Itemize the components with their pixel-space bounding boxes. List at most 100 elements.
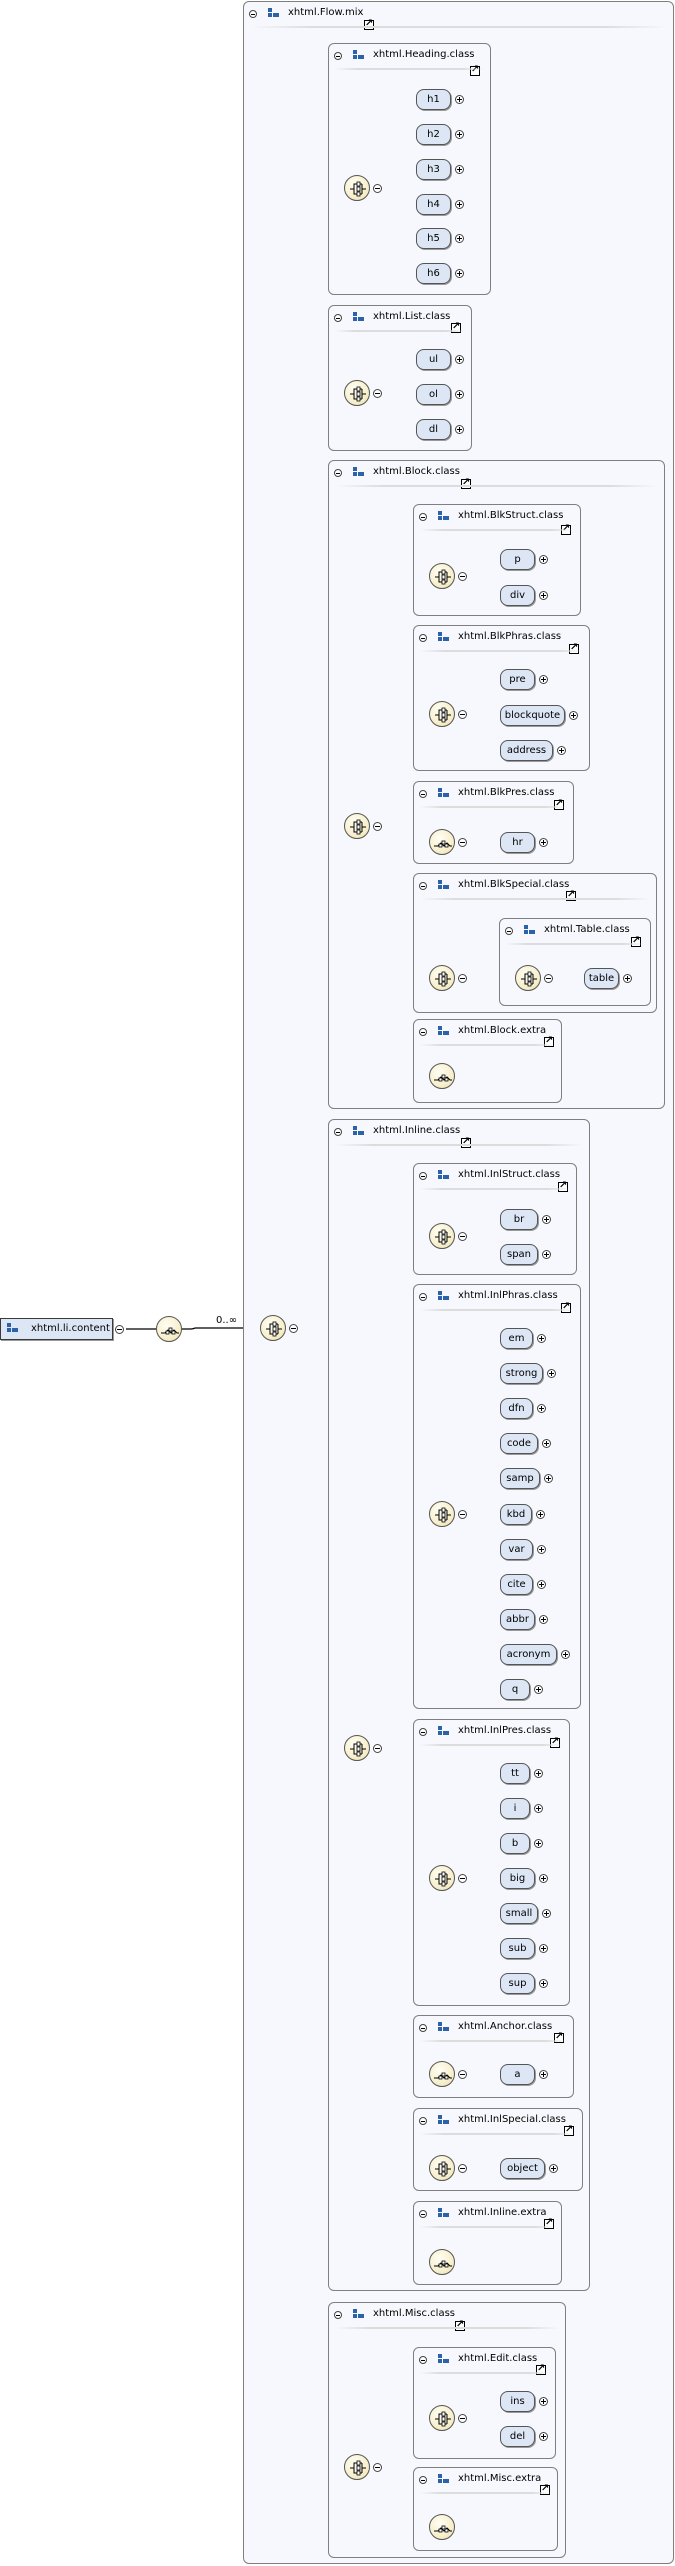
element-0[interactable]: hr (500, 832, 535, 853)
collapse-minus-icon[interactable] (419, 2356, 427, 2364)
choice-compositor-icon[interactable] (429, 2155, 455, 2181)
collapse-minus-icon[interactable] (458, 572, 467, 581)
collapse-minus-icon[interactable] (419, 1728, 427, 1736)
choice-compositor-icon[interactable] (429, 701, 455, 727)
external-link-icon[interactable] (564, 2124, 574, 2136)
collapse-minus-icon[interactable] (373, 184, 382, 193)
element-0[interactable]: p (500, 549, 535, 570)
expand-plus-icon[interactable] (544, 1474, 553, 1483)
collapse-minus-icon[interactable] (419, 634, 427, 642)
collapse-minus-icon[interactable] (373, 2463, 382, 2472)
element-5[interactable]: sub (500, 1938, 535, 1959)
element-1[interactable]: i (500, 1798, 530, 1819)
element-0[interactable]: ul (416, 349, 451, 370)
choice-compositor-icon[interactable] (429, 1865, 455, 1891)
choice-compositor-icon[interactable] (344, 813, 370, 839)
expand-plus-icon[interactable] (537, 1334, 546, 1343)
element-2[interactable]: dfn (500, 1398, 533, 1419)
element-2[interactable]: dl (416, 419, 451, 440)
collapse-minus-icon[interactable] (419, 2024, 427, 2032)
element-1[interactable]: div (500, 585, 535, 606)
element-0[interactable]: a (500, 2064, 535, 2085)
expand-plus-icon[interactable] (534, 1839, 543, 1848)
sequence-compositor-icon[interactable] (429, 2061, 455, 2087)
external-link-icon[interactable] (470, 64, 480, 76)
collapse-minus-icon[interactable] (334, 2311, 342, 2319)
choice-compositor-icon[interactable] (515, 965, 541, 991)
external-link-icon[interactable] (544, 1035, 554, 1047)
expand-plus-icon[interactable] (539, 2070, 548, 2079)
expand-plus-icon[interactable] (537, 1404, 546, 1413)
root-element-xhtml-li-content[interactable]: xhtml.li.content (0, 1318, 113, 1340)
expand-plus-icon[interactable] (549, 2164, 558, 2173)
expand-plus-icon[interactable] (542, 1250, 551, 1259)
element-6[interactable]: sup (500, 1973, 535, 1994)
element-1[interactable]: h2 (416, 124, 451, 145)
choice-compositor-icon[interactable] (260, 1315, 286, 1341)
element-6[interactable]: var (500, 1539, 533, 1560)
external-link-icon[interactable] (566, 889, 576, 901)
collapse-minus-icon[interactable] (334, 52, 342, 60)
collapse-minus-icon[interactable] (419, 513, 427, 521)
collapse-minus-icon[interactable] (373, 389, 382, 398)
expand-plus-icon[interactable] (455, 200, 464, 209)
element-5[interactable]: kbd (500, 1504, 532, 1525)
element-7[interactable]: cite (500, 1574, 533, 1595)
collapse-minus-icon[interactable] (289, 1324, 298, 1333)
sequence-compositor-icon[interactable] (429, 2249, 455, 2275)
collapse-minus-icon[interactable] (458, 1874, 467, 1883)
expand-plus-icon[interactable] (539, 838, 548, 847)
choice-compositor-icon[interactable] (344, 175, 370, 201)
expand-plus-icon[interactable] (539, 675, 548, 684)
collapse-minus-icon[interactable] (419, 1172, 427, 1180)
expand-plus-icon[interactable] (539, 1615, 548, 1624)
expand-plus-icon[interactable] (455, 390, 464, 399)
expand-plus-icon[interactable] (537, 1545, 546, 1554)
collapse-minus-icon[interactable] (373, 822, 382, 831)
element-0[interactable]: table (584, 968, 619, 989)
sequence-compositor-icon[interactable] (429, 1063, 455, 1089)
collapse-minus-icon[interactable] (458, 2164, 467, 2173)
collapse-minus-icon[interactable] (419, 790, 427, 798)
choice-compositor-icon[interactable] (429, 1501, 455, 1527)
element-2[interactable]: address (500, 740, 553, 761)
element-0[interactable]: em (500, 1328, 533, 1349)
element-0[interactable]: ins (500, 2391, 535, 2412)
external-link-icon[interactable] (461, 1136, 471, 1148)
expand-plus-icon[interactable] (534, 1804, 543, 1813)
element-0[interactable]: tt (500, 1763, 530, 1784)
collapse-minus-icon[interactable] (458, 2414, 467, 2423)
expand-plus-icon[interactable] (539, 2432, 548, 2441)
element-3[interactable]: h4 (416, 194, 451, 215)
external-link-icon[interactable] (569, 642, 579, 654)
expand-plus-icon[interactable] (561, 1650, 570, 1659)
expand-plus-icon[interactable] (455, 130, 464, 139)
expand-plus-icon[interactable] (537, 1580, 546, 1589)
element-2[interactable]: h3 (416, 159, 451, 180)
collapse-minus-icon[interactable] (419, 1293, 427, 1301)
external-link-icon[interactable] (558, 1180, 568, 1192)
expand-plus-icon[interactable] (455, 95, 464, 104)
element-1[interactable]: del (500, 2426, 535, 2447)
expand-plus-icon[interactable] (455, 234, 464, 243)
collapse-minus-icon[interactable] (458, 710, 467, 719)
sequence-compositor-icon[interactable] (156, 1316, 182, 1342)
element-9[interactable]: acronym (500, 1644, 557, 1665)
expand-plus-icon[interactable] (539, 555, 548, 564)
choice-compositor-icon[interactable] (344, 2454, 370, 2480)
element-4[interactable]: samp (500, 1468, 540, 1489)
element-0[interactable]: br (500, 1209, 538, 1230)
element-4[interactable]: small (500, 1903, 538, 1924)
collapse-minus-icon[interactable] (505, 927, 513, 935)
external-link-icon[interactable] (631, 935, 641, 947)
collapse-minus-icon[interactable] (419, 882, 427, 890)
external-link-icon[interactable] (540, 2483, 550, 2495)
collapse-minus-icon[interactable] (458, 1510, 467, 1519)
expand-plus-icon[interactable] (455, 355, 464, 364)
choice-compositor-icon[interactable] (429, 563, 455, 589)
element-1[interactable]: blockquote (500, 705, 565, 726)
sequence-compositor-icon[interactable] (429, 829, 455, 855)
external-link-icon[interactable] (554, 2031, 564, 2043)
collapse-minus-icon[interactable] (334, 469, 342, 477)
sequence-compositor-icon[interactable] (429, 2514, 455, 2540)
